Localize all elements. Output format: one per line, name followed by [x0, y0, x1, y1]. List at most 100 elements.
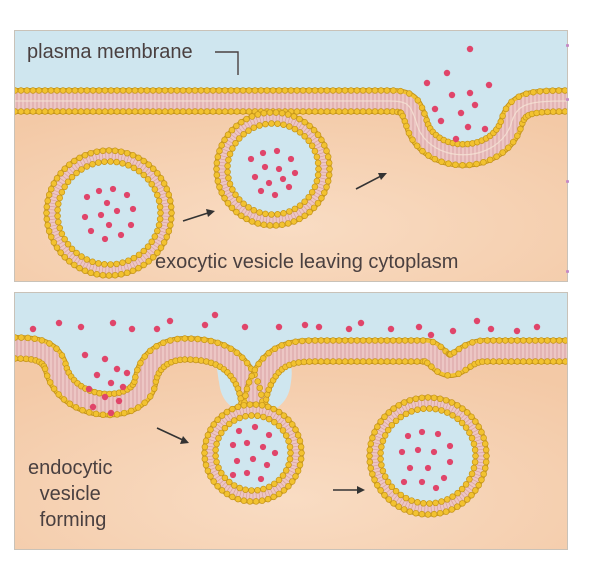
lipid-head — [119, 160, 126, 167]
lipid-head — [413, 358, 421, 365]
lipid-head — [64, 241, 72, 248]
lipid-head — [385, 496, 393, 503]
lipid-head — [95, 159, 102, 166]
lipid-head — [318, 194, 325, 202]
lipid-head — [434, 368, 441, 375]
lipid-head — [140, 247, 148, 255]
molecule — [457, 109, 465, 117]
lipid-head — [262, 120, 269, 128]
lipid-head — [424, 394, 432, 401]
lipid-head — [259, 355, 267, 362]
lipid-head — [101, 87, 109, 94]
lipid-head — [83, 163, 91, 170]
lipid-head — [407, 358, 415, 365]
molecule — [201, 321, 209, 329]
lipid-head — [321, 189, 328, 196]
lipid-head — [254, 111, 262, 118]
lipid-head — [549, 108, 557, 115]
lipid-head — [53, 345, 60, 352]
molecule — [301, 321, 309, 329]
lipid-head — [148, 238, 155, 246]
lipid-head — [335, 87, 343, 94]
lipid-head — [201, 449, 208, 457]
lipid-head — [68, 173, 76, 181]
exocytic-caption: exocytic vesicle leaving cytoplasm — [155, 251, 458, 273]
lipid-head — [151, 186, 159, 193]
lipid-head — [83, 87, 91, 94]
lipid-head — [445, 160, 452, 167]
lipid-head — [395, 337, 403, 344]
lipid-head — [419, 337, 427, 344]
lipid-head — [149, 253, 157, 261]
lipid-head — [438, 407, 445, 414]
lipid-head — [246, 498, 254, 505]
lipid-head — [191, 108, 199, 115]
molecule — [427, 331, 435, 339]
lipid-head — [454, 402, 461, 409]
lipid-head — [250, 207, 258, 214]
lipid-head — [231, 482, 238, 489]
lipid-head — [471, 446, 479, 454]
lipid-head — [268, 211, 275, 218]
lipid-head — [323, 358, 331, 365]
lipid-head — [160, 239, 168, 246]
lipid-head — [47, 108, 55, 115]
lipid-head — [240, 200, 247, 208]
lipid-head — [81, 152, 89, 159]
lipid-head — [214, 339, 221, 347]
lipid-head — [317, 337, 325, 344]
lipid-head — [285, 461, 292, 469]
lipid-head — [305, 337, 313, 344]
lipid-head — [377, 108, 385, 115]
lipid-head — [371, 476, 378, 484]
lipid-head — [561, 87, 567, 94]
lipid-head — [54, 206, 61, 214]
lipid-head — [233, 87, 241, 94]
lipid-head — [147, 393, 154, 400]
lipid-head — [377, 87, 385, 94]
lipid-head — [256, 122, 263, 129]
lipid-head — [397, 87, 404, 95]
lipid-head — [236, 414, 243, 422]
lipid-head — [85, 409, 93, 416]
lipid-head — [301, 212, 308, 220]
lipid-head — [481, 440, 489, 448]
lipid-head — [260, 221, 268, 229]
lipid-head — [44, 197, 51, 205]
lipid-head — [458, 419, 466, 427]
lipid-head — [502, 337, 509, 344]
lipid-head — [290, 218, 298, 225]
lipid-head — [443, 496, 451, 503]
lipid-head — [263, 87, 271, 94]
lipid-head — [426, 500, 433, 507]
molecule — [115, 397, 123, 405]
lipid-head — [240, 402, 248, 409]
lipid-head — [549, 87, 556, 94]
lipid-head — [462, 481, 470, 488]
lipid-head — [508, 337, 515, 344]
lipid-head — [89, 108, 97, 115]
lipid-head — [101, 108, 109, 115]
lipid-head — [325, 159, 333, 167]
lipid-head — [469, 339, 476, 346]
lipid-head — [231, 417, 238, 424]
lipid-head — [369, 470, 376, 478]
lipid-head — [107, 261, 114, 268]
molecule — [273, 147, 281, 155]
molecule — [265, 179, 273, 187]
lipid-head — [130, 164, 138, 172]
lipid-head — [299, 87, 307, 94]
lipid-head — [378, 443, 385, 451]
molecule — [404, 432, 412, 440]
molecule — [113, 365, 121, 373]
caption-line-2: vesicle — [40, 483, 101, 505]
released-molecules — [423, 45, 493, 143]
lipid-head — [156, 215, 164, 223]
lipid-head — [221, 87, 229, 94]
lipid-head — [550, 337, 557, 344]
lipid-head — [406, 397, 414, 404]
lipid-head — [486, 156, 494, 164]
molecule — [466, 45, 474, 53]
lipid-head — [298, 337, 306, 345]
lipid-head — [462, 366, 469, 374]
